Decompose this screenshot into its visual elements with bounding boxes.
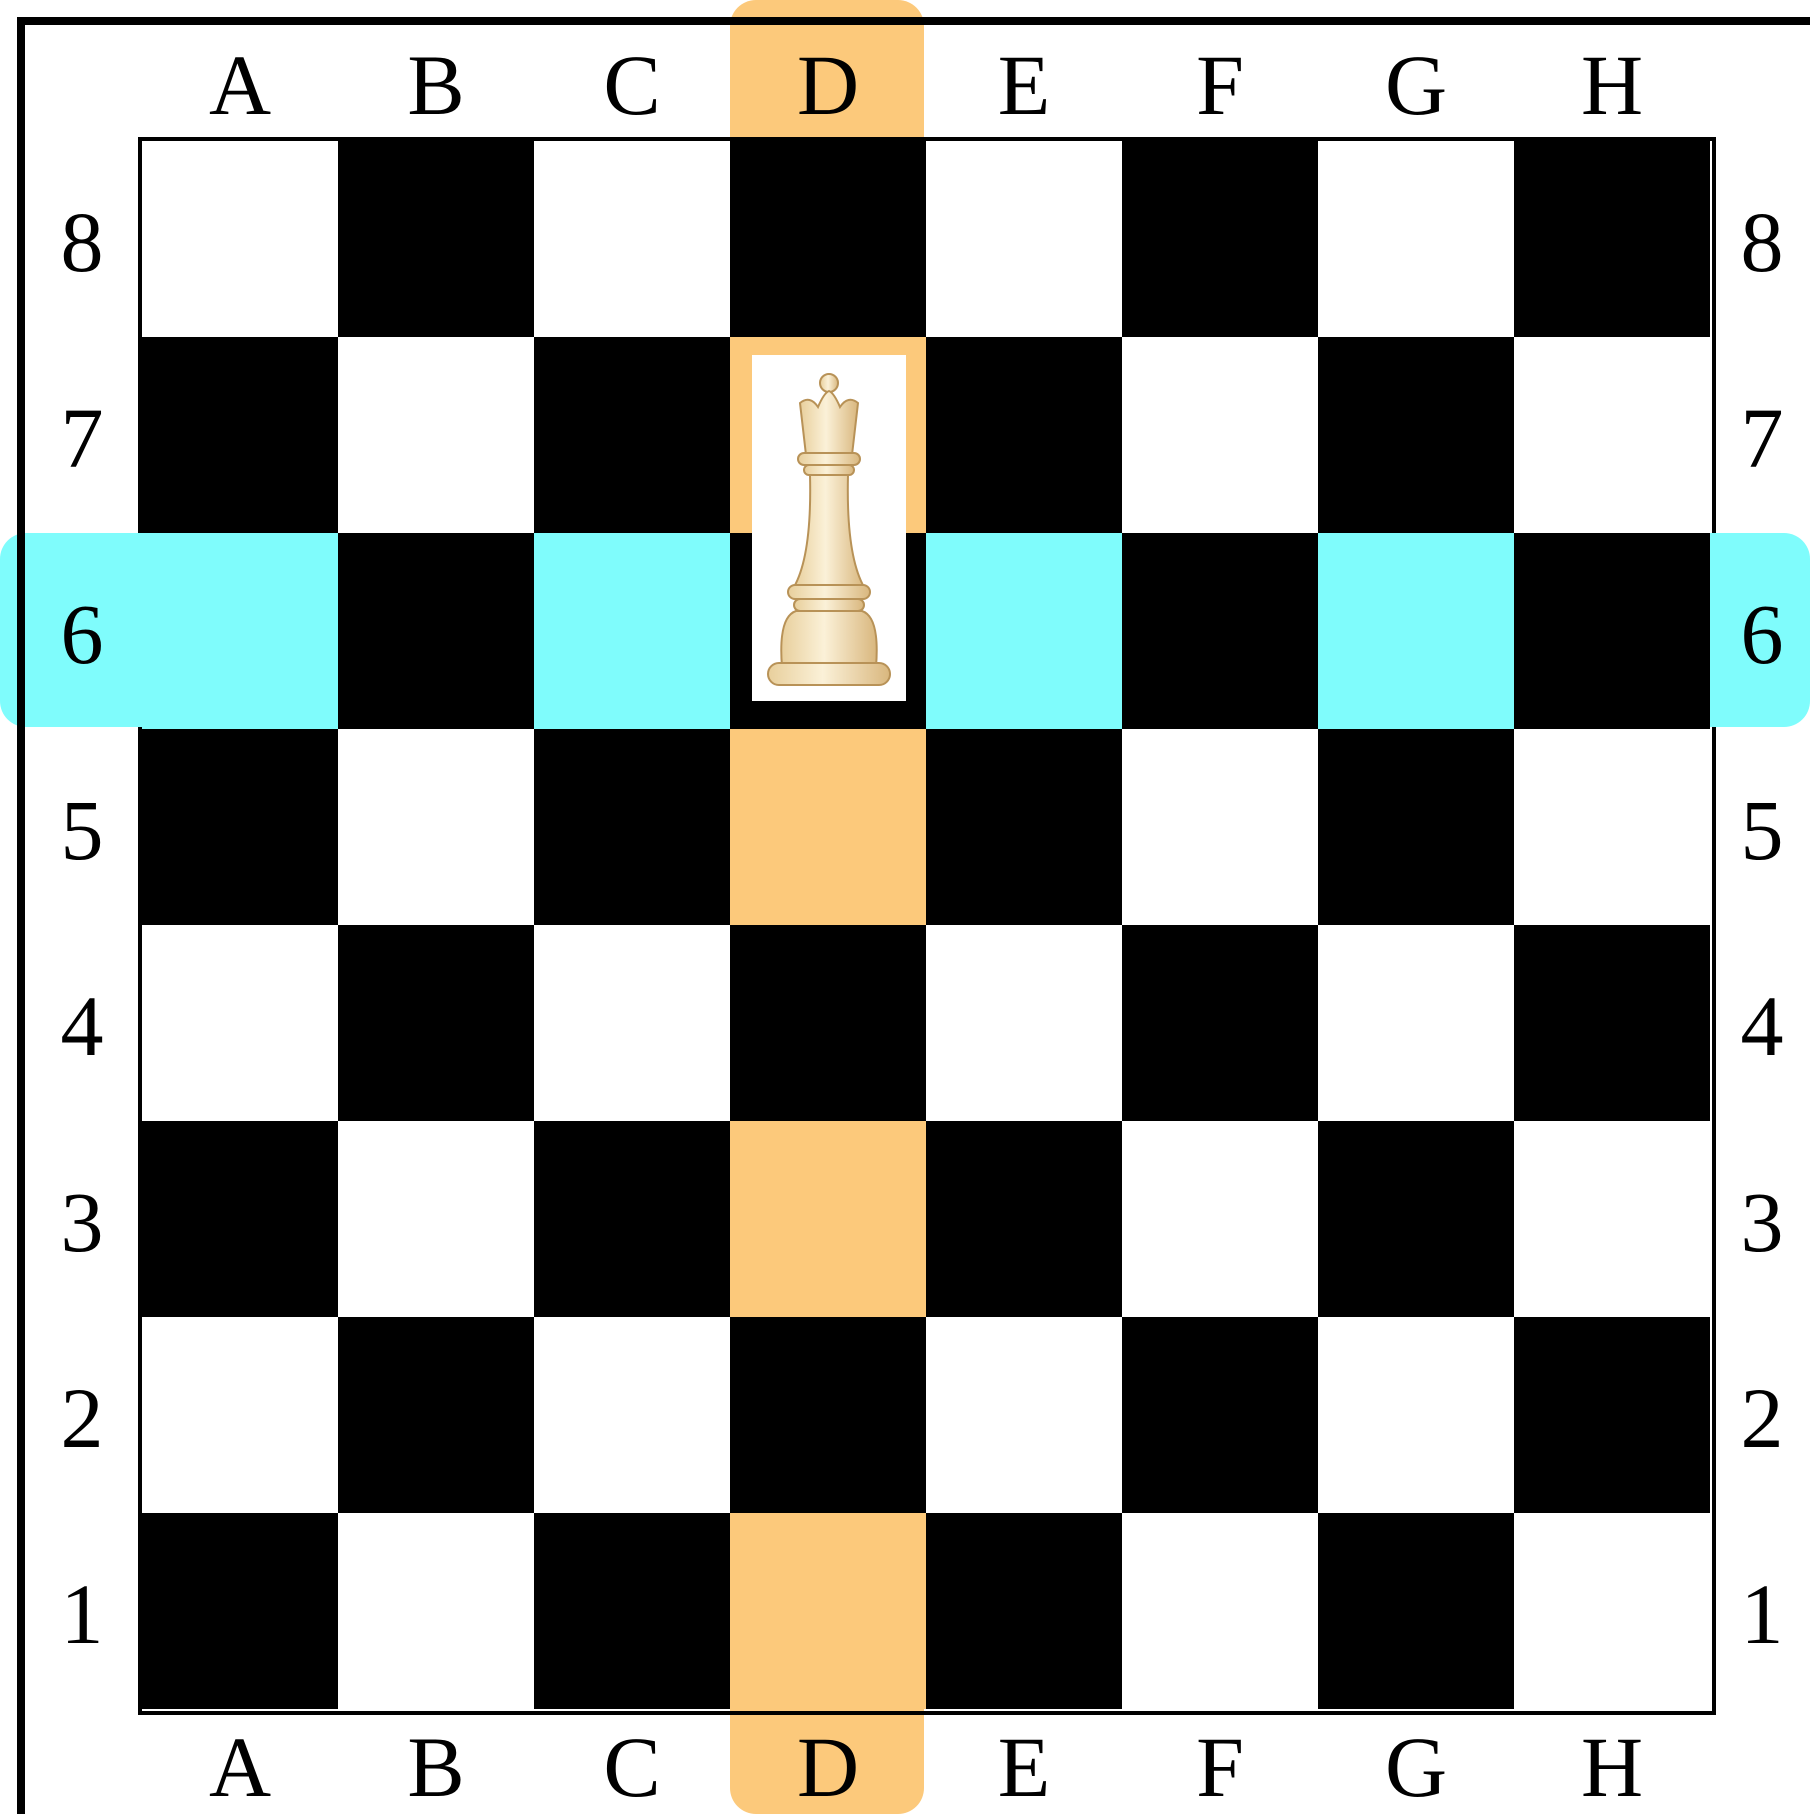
right-rank-label-4: 4 [1702, 983, 1810, 1069]
left-rank-label-2: 2 [22, 1375, 142, 1461]
right-rank-label-8: 8 [1702, 199, 1810, 285]
bottom-file-label-g: G [1318, 1724, 1514, 1810]
left-rank-label-7: 7 [22, 395, 142, 481]
left-rank-label-3: 3 [22, 1179, 142, 1265]
bottom-file-label-f: F [1122, 1724, 1318, 1810]
top-file-label-a: A [142, 42, 338, 128]
bottom-file-label-h: H [1514, 1724, 1710, 1810]
right-rank-label-6: 6 [1702, 591, 1810, 677]
right-rank-label-5: 5 [1702, 787, 1810, 873]
outer-frame [17, 17, 1810, 1814]
bottom-file-label-e: E [926, 1724, 1122, 1810]
left-rank-label-5: 5 [22, 787, 142, 873]
rank-highlight-cell-c [534, 533, 730, 729]
top-file-label-d: D [730, 42, 926, 128]
left-rank-label-6: 6 [22, 591, 142, 677]
right-rank-label-2: 2 [1702, 1375, 1810, 1461]
top-file-label-g: G [1318, 42, 1514, 128]
right-rank-label-1: 1 [1702, 1571, 1810, 1657]
rank-dark-cell-b [338, 533, 534, 729]
bottom-file-label-d: D [730, 1724, 926, 1810]
top-file-label-f: F [1122, 42, 1318, 128]
bottom-file-label-a: A [142, 1724, 338, 1810]
rank-dark-cell-f [1122, 533, 1318, 729]
top-file-label-c: C [534, 42, 730, 128]
right-rank-label-3: 3 [1702, 1179, 1810, 1265]
left-rank-label-4: 4 [22, 983, 142, 1069]
queen-piece[interactable] [752, 355, 906, 701]
top-file-label-h: H [1514, 42, 1710, 128]
white-queen-icon [752, 355, 906, 701]
bottom-file-label-b: B [338, 1724, 534, 1810]
top-file-label-e: E [926, 42, 1122, 128]
right-rank-label-7: 7 [1702, 395, 1810, 481]
left-rank-label-8: 8 [22, 199, 142, 285]
rank-highlight-cell-e [926, 533, 1122, 729]
left-rank-label-1: 1 [22, 1571, 142, 1657]
rank-highlight-cell-g [1318, 533, 1514, 729]
rank-dark-cell-h [1514, 533, 1710, 729]
rank-highlight-cell-a [142, 533, 338, 729]
top-file-label-b: B [338, 42, 534, 128]
bottom-file-label-c: C [534, 1724, 730, 1810]
